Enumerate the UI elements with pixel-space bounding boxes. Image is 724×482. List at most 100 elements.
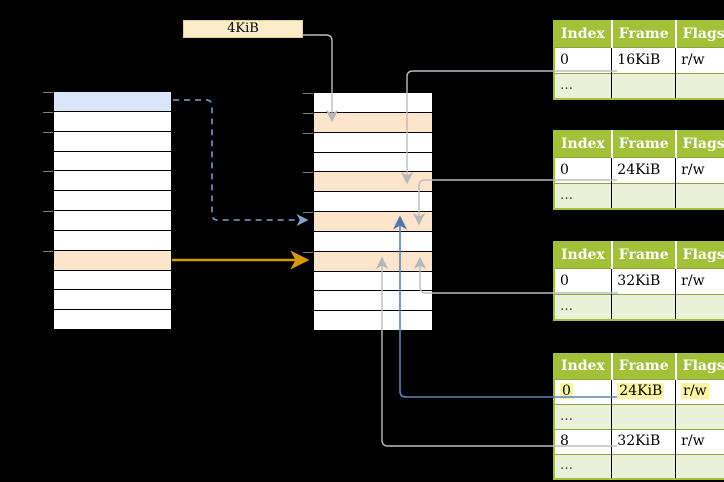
address-tick [43,92,53,93]
memory-row [54,131,171,152]
column-header-frame: Frame [611,131,677,157]
cell-index: … [554,293,612,320]
address-tick [303,251,313,253]
table-row: 0 24KiB r/w [554,378,724,404]
memory-row [54,230,171,251]
table-row: … [554,72,724,99]
cell-frame: 24KiB [611,156,676,183]
cell-index: 0 [554,46,612,73]
memory-row [54,171,171,192]
cell-index: … [554,453,612,479]
memory-row [54,310,171,331]
table-row: … [554,453,724,479]
column-header-frame: Frame [611,242,677,268]
memory-row [54,250,171,271]
column-header-frame: Frame [611,354,677,379]
column-header-flags: Flags [675,354,724,379]
cell-flags [675,293,724,320]
virtual-memory-column [43,91,172,331]
memory-row [314,172,432,193]
address-tick [43,131,53,133]
cell-frame [611,182,676,209]
column-header-index: Index [554,354,613,379]
memory-row [314,231,432,252]
memory-row [54,151,171,172]
cell-index: 0 [554,378,612,404]
address-tick [303,132,313,134]
cell-index: 8 [554,428,612,454]
address-tick [43,111,53,113]
memory-row [314,271,432,292]
memory-row [314,112,432,133]
column-header-index: Index [554,21,613,47]
cell-flags: r/w [675,378,724,404]
cell-flags: r/w [675,267,724,294]
column-header-flags: Flags [675,131,724,157]
frame-size-label: 4KiB [183,20,303,38]
memory-row [54,270,171,291]
address-tick [43,171,53,173]
cell-index: 0 [554,156,612,183]
cell-frame: 32KiB [611,428,676,454]
memory-row [54,290,171,311]
column-header-flags: Flags [675,21,724,47]
highlighted-value: 0 [560,383,573,399]
address-tick [303,212,313,214]
column-header-index: Index [554,242,613,268]
memory-row [314,152,432,173]
memory-row [54,92,171,112]
cell-frame: 32KiB [611,267,676,294]
highlighted-value: 24KiB [617,383,665,399]
table-row: … [554,182,724,209]
address-tick [43,250,53,252]
memory-row [54,111,171,132]
column-header-frame: Frame [611,21,677,47]
cell-index: 0 [554,267,612,294]
cell-flags: r/w [675,428,724,454]
memory-row [314,311,432,332]
address-tick [43,211,53,213]
cell-flags [675,453,724,479]
memory-row [314,251,432,272]
memory-row [314,212,432,232]
cell-flags: r/w [675,46,724,73]
column-header-index: Index [554,131,613,157]
memory-row [314,291,432,312]
cell-index: … [554,403,612,429]
memory-row [314,93,432,113]
cell-flags [675,403,724,429]
cell-flags [675,72,724,99]
cell-frame: 24KiB [611,378,676,404]
address-tick [303,112,313,114]
cell-frame [611,453,676,479]
highlighted-value: r/w [681,383,709,399]
memory-row [314,192,432,213]
cell-frame [611,293,676,320]
cell-flags: r/w [675,156,724,183]
table-row: … [554,293,724,320]
cell-index: … [554,182,612,209]
cell-frame [611,403,676,429]
cell-frame: 16KiB [611,46,676,73]
column-header-flags: Flags [675,242,724,268]
memory-row [54,211,171,231]
physical-memory-column [303,92,433,332]
cell-index: … [554,72,612,99]
memory-row [54,191,171,212]
memory-row [314,132,432,153]
table-row: … [554,403,724,429]
address-tick [303,93,313,94]
